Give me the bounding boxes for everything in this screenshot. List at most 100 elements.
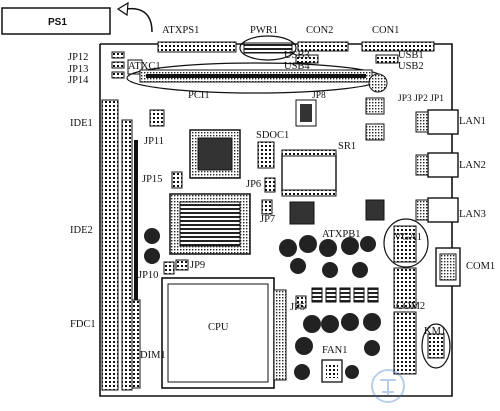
jp6-label: JP6	[246, 179, 261, 190]
dim1-slot	[131, 299, 141, 389]
pwr1-highlight	[239, 35, 297, 61]
jp8-chip-core	[300, 104, 312, 122]
lan1-port	[427, 109, 459, 135]
con2-connector	[297, 41, 349, 52]
jp9-jumper	[175, 259, 189, 271]
usb4-label: USB4	[284, 61, 310, 72]
km1-label: KM1	[424, 326, 446, 337]
right-header	[393, 311, 417, 375]
capacitor	[295, 337, 313, 355]
fan1-label: FAN1	[322, 345, 347, 356]
capacitor	[341, 313, 359, 331]
sr1-ic	[281, 154, 337, 192]
capacitor	[303, 315, 321, 333]
sdoc1-label: SDOC1	[256, 130, 289, 141]
vga1-header	[393, 225, 417, 263]
capacitor	[321, 315, 339, 333]
lan2-port	[427, 152, 459, 178]
jp6-jumper	[264, 177, 276, 193]
ps1-label: PS1	[48, 17, 67, 28]
con2-label: CON2	[306, 25, 333, 36]
capacitor	[360, 236, 376, 252]
vga1-label: VGA1	[394, 232, 422, 243]
con1-connector	[361, 41, 435, 52]
io-chip-2	[365, 199, 385, 221]
atxps1-connector	[157, 41, 237, 53]
capacitor	[352, 262, 368, 278]
jp7-label: JP7	[260, 214, 275, 225]
jp15-jumper	[171, 171, 183, 189]
small-chip-2	[365, 123, 385, 141]
capacitor	[299, 235, 317, 253]
jp13-jumper	[111, 61, 125, 69]
cpu-socket	[161, 277, 275, 389]
ps1-connector-box: PS1	[1, 7, 111, 35]
lan1-label: LAN1	[459, 116, 486, 127]
cpu-side-rail	[273, 289, 287, 381]
jp11-label: JP11	[144, 136, 164, 147]
com2-label: COM2	[396, 301, 425, 312]
dim1-label: DIM1	[140, 350, 166, 361]
pci1-slot-inner	[146, 74, 366, 78]
lan3-port	[427, 197, 459, 223]
atxc1-connector	[127, 59, 143, 75]
pci1-label: PCI1	[188, 90, 210, 101]
cpu-label: CPU	[208, 322, 229, 333]
jp12-label: JP12	[68, 52, 88, 63]
usb1-label: USB1	[398, 50, 424, 61]
lan1-magnetics	[415, 111, 429, 133]
watermark-logo	[371, 369, 405, 403]
capacitor	[363, 313, 381, 331]
small-chip-1	[365, 97, 385, 115]
sr1-pins-bottom	[281, 189, 337, 197]
con1-label: CON1	[372, 25, 399, 36]
sr1-pins-top	[281, 149, 337, 157]
capacitor	[279, 239, 297, 257]
pwr1-connector	[243, 42, 293, 54]
km1-header	[427, 333, 445, 359]
jp3jp2jp1-label: JP3 JP2 JP1	[398, 94, 444, 104]
usb3-connector	[295, 54, 319, 64]
capacitor	[345, 365, 359, 379]
capacitor	[322, 262, 338, 278]
capacitor	[144, 248, 160, 264]
ide2-label: IDE2	[70, 225, 93, 236]
jp10-jumper	[163, 261, 175, 275]
io-chip-1	[289, 201, 315, 225]
north-bridge-core	[197, 137, 233, 171]
cpu-socket-inner	[167, 283, 269, 383]
usb1-connector	[375, 54, 399, 64]
vga1-highlight	[383, 218, 429, 268]
jp14-jumper	[111, 71, 125, 79]
capacitor	[341, 237, 359, 255]
fan1-pins	[326, 364, 338, 378]
lan2-label: LAN2	[459, 160, 486, 171]
battery	[368, 73, 388, 93]
jp13-label: JP13	[68, 64, 88, 75]
lan3-label: LAN3	[459, 209, 486, 220]
atxps1-label: ATXPS1	[162, 25, 199, 36]
jp11-jumper	[149, 109, 165, 127]
km1-highlight	[421, 323, 451, 369]
ps1-arrow	[125, 7, 153, 33]
ps1-arrow-head	[116, 1, 129, 17]
capacitor	[364, 340, 380, 356]
jp5-label: JP5	[290, 302, 305, 313]
ide1-label: IDE1	[70, 118, 93, 129]
com2-header	[393, 267, 417, 309]
usb2-label: USB2	[398, 61, 424, 72]
capacitor	[294, 364, 310, 380]
ide1-connector	[101, 99, 119, 391]
resistor-array	[311, 287, 379, 303]
jp9-label: JP9	[190, 260, 205, 271]
com1-pins	[439, 253, 457, 281]
jp7-jumper	[261, 199, 273, 215]
jp8-label: JP8	[312, 91, 326, 101]
fdc1-label: FDC1	[70, 319, 96, 330]
ide-inner-line	[134, 140, 138, 370]
atxpb1-label: ATXPB1	[322, 229, 361, 240]
jp12-jumper	[111, 51, 125, 59]
capacitor	[319, 239, 337, 257]
ide2-strip	[121, 119, 133, 391]
